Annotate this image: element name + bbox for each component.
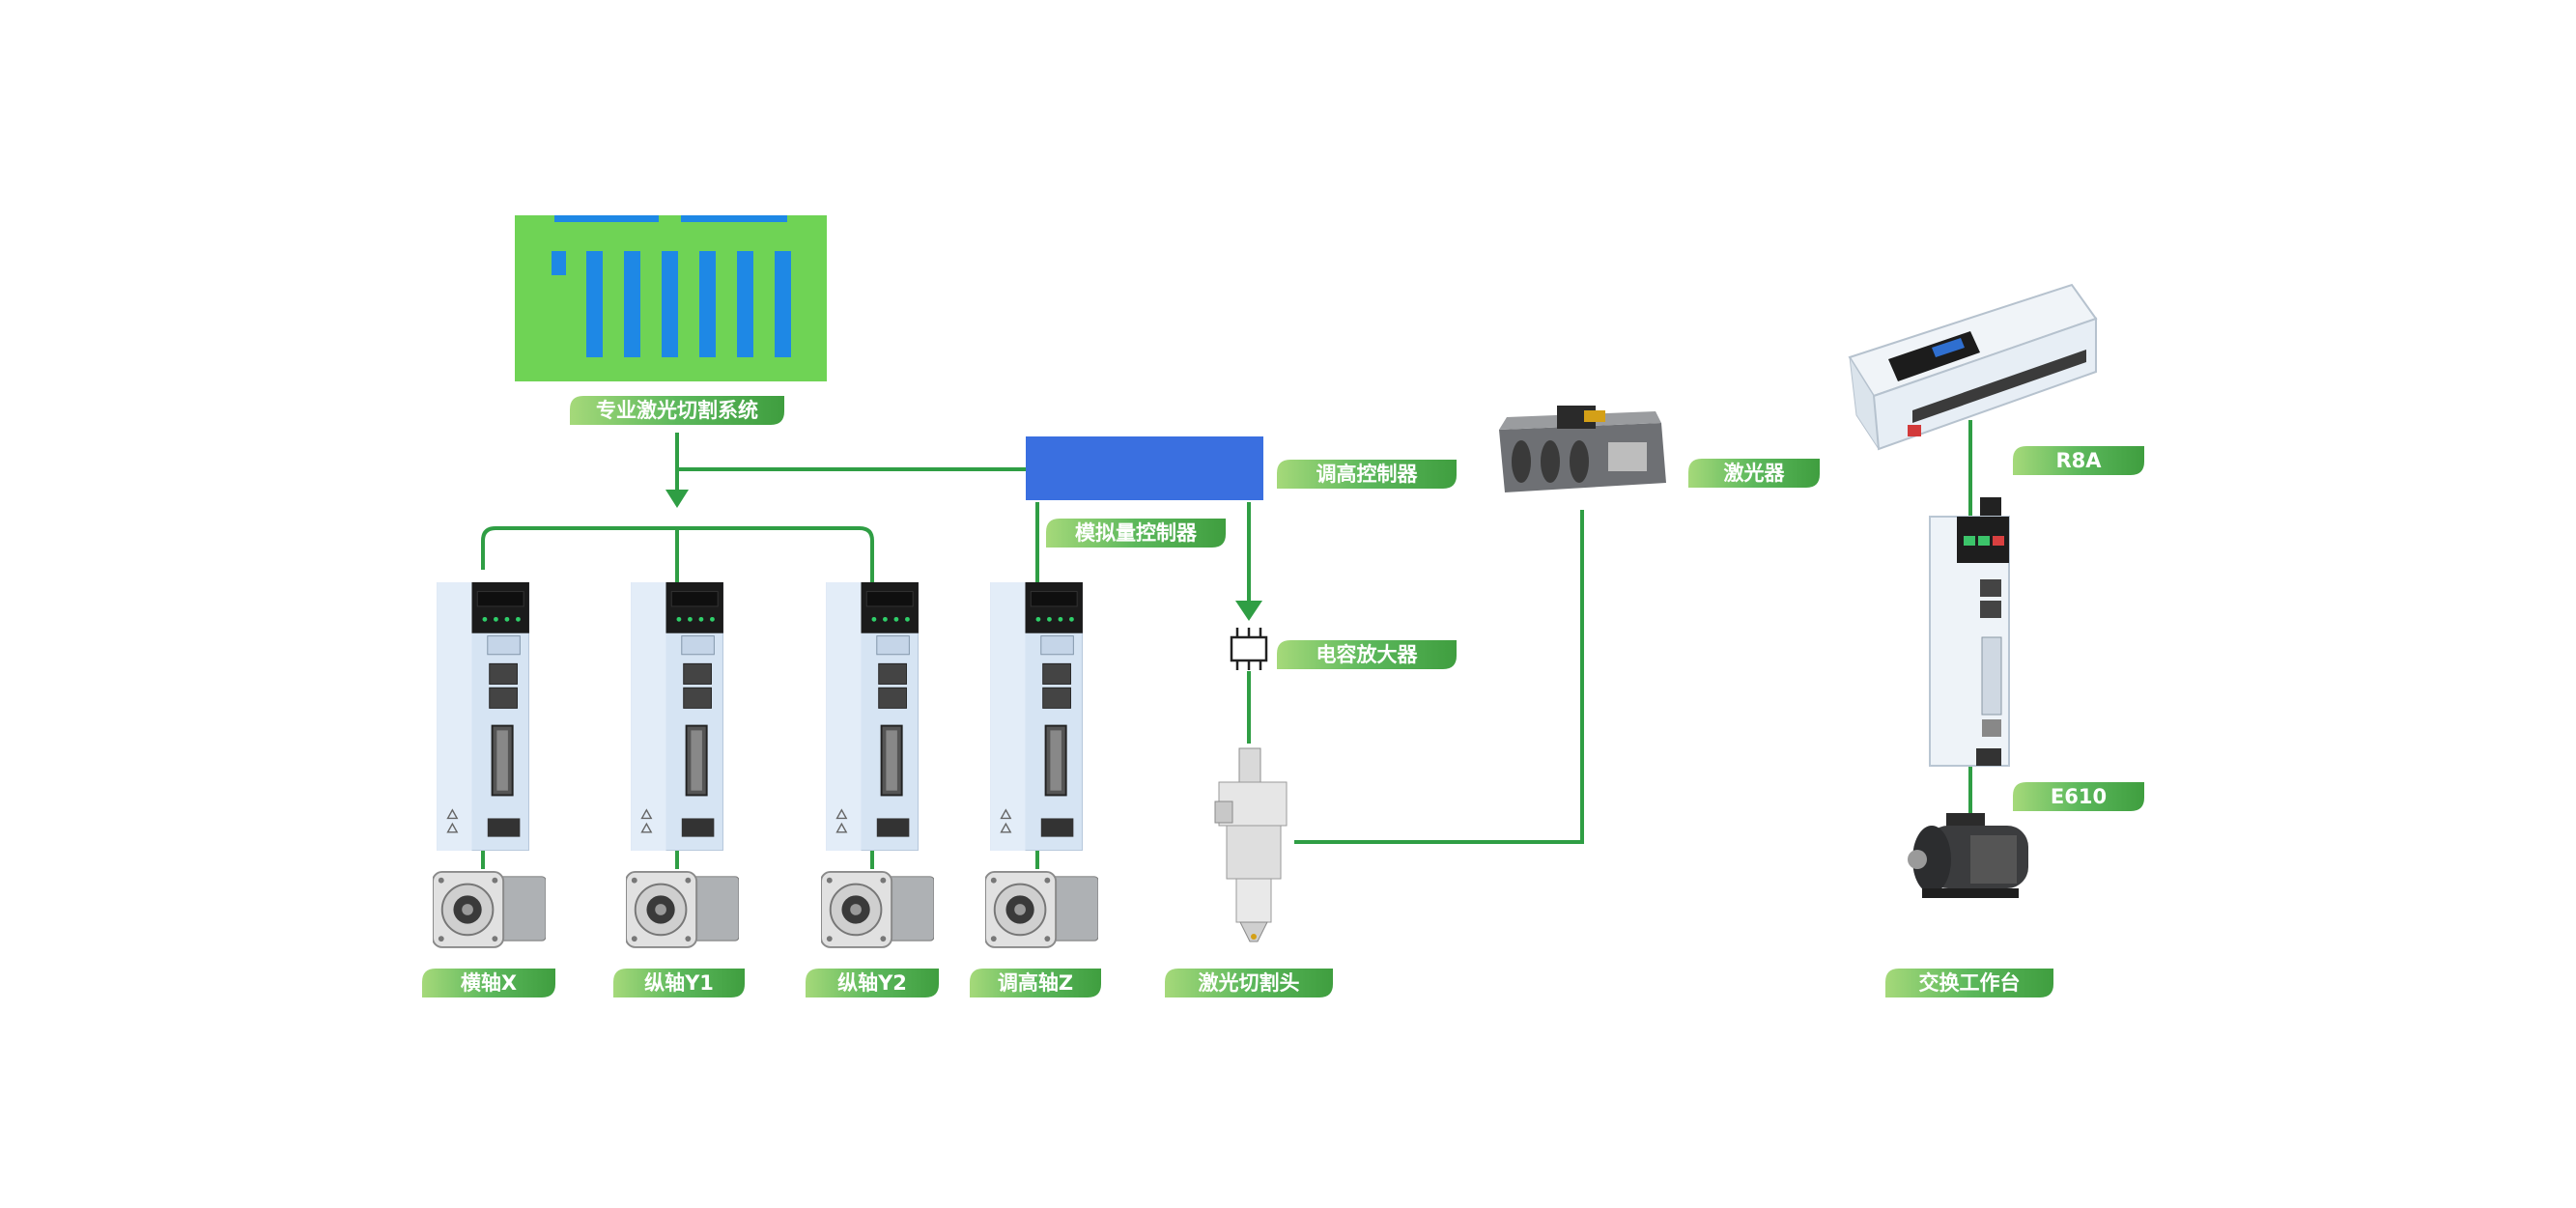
label-text: 横轴X [461,971,517,995]
label-background [1277,640,1457,669]
label-system: 专业激光切割系统 [570,396,784,425]
arrow-to-amp [1235,601,1262,621]
label-e610: E610 [2013,782,2144,811]
servo-motor-icon [821,870,934,948]
label-height-controller: 调高控制器 [1277,460,1457,489]
label-background [422,969,555,997]
label-text: 激光器 [1724,462,1786,485]
line-head-to-laser [1294,510,1584,844]
label-axis-x: 横轴X [422,969,555,997]
servo-motor-icon [626,870,739,948]
laser-cutting-system-icon [515,215,827,381]
label-text: 专业激光切割系统 [596,399,758,422]
plc-r8a-icon [1848,283,2098,451]
label-background [970,969,1101,997]
label-text: 交换工作台 [1919,971,2021,995]
label-axis-z: 调高轴Z [970,969,1101,997]
label-background [1688,459,1820,488]
ac-motor-icon [1908,813,2028,898]
analog-controller-box [1026,436,1263,500]
servo-motor-icon [985,870,1098,948]
label-r8a: R8A [2013,446,2144,475]
label-cap-amp: 电容放大器 [1277,640,1457,669]
inverter-e610-icon [1929,497,2010,767]
label-background [1046,519,1226,548]
label-background [570,396,784,425]
label-text: 电容放大器 [1316,643,1419,666]
label-analog-controller: 模拟量控制器 [1046,519,1226,548]
arrow-to-bus [665,490,689,508]
label-background [806,969,939,997]
servo-drive-icon [437,582,529,851]
label-laser-head: 激光切割头 [1165,969,1333,997]
label-text: 纵轴Y1 [644,971,714,995]
label-text: 激光切割头 [1199,971,1300,995]
capacitor-amplifier-chip-icon [1230,628,1268,670]
laser-cutting-head-icon [1214,747,1288,942]
label-axis-y1: 纵轴Y1 [613,969,745,997]
label-text: 调高轴Z [998,971,1073,995]
servo-drive-icon [631,582,723,851]
label-background [2013,782,2144,811]
servo-drive-icon [826,582,919,851]
label-text: R8A [2055,449,2102,472]
label-background [613,969,745,997]
servo-motor-icon [433,870,546,948]
label-text: 纵轴Y2 [837,971,907,995]
label-background [2013,446,2144,475]
label-exchange-table: 交换工作台 [1885,969,2053,997]
servo-drive-icon [990,582,1083,851]
label-text: 模拟量控制器 [1075,521,1198,545]
label-background [1165,969,1333,997]
label-text: 调高控制器 [1316,463,1419,486]
laser-source-icon [1499,406,1666,492]
label-text: E610 [2051,785,2107,808]
label-background [1885,969,2053,997]
label-background [1277,460,1457,489]
label-axis-y2: 纵轴Y2 [806,969,939,997]
connection-lines [481,420,1972,869]
label-laser: 激光器 [1688,459,1820,488]
